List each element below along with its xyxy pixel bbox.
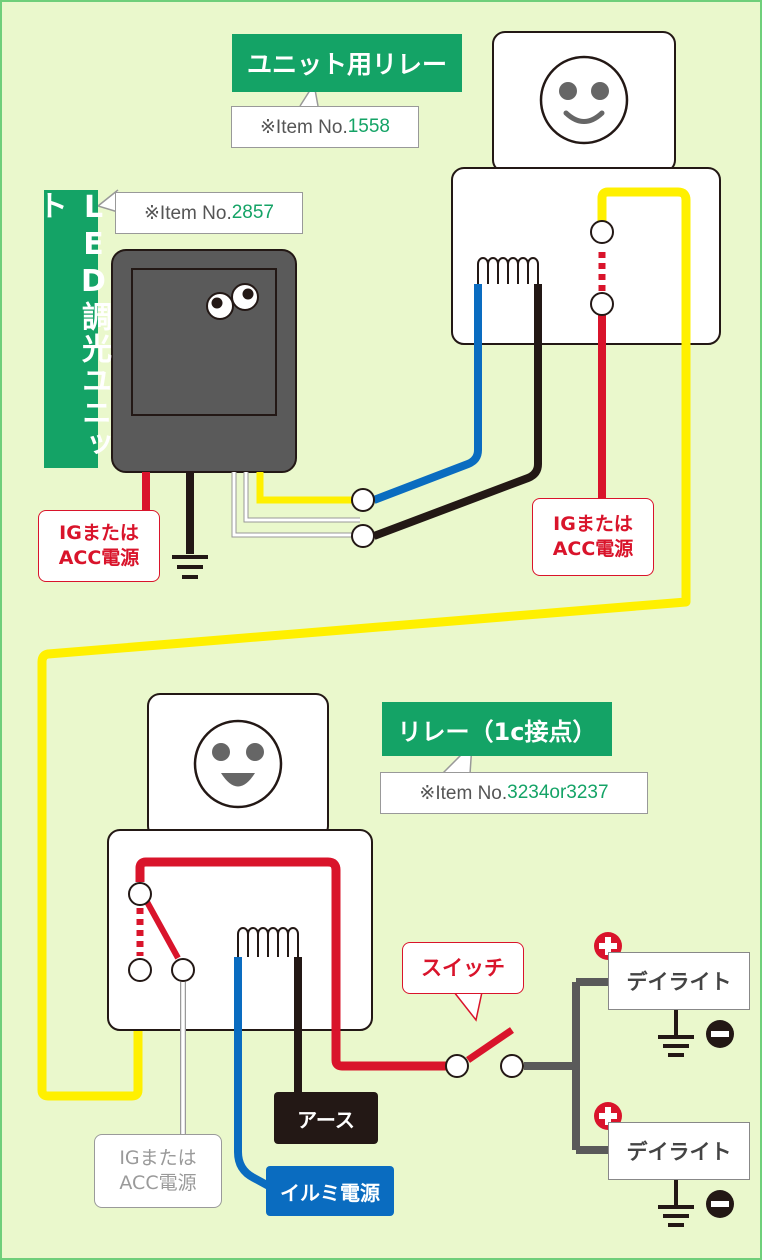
relay-1c-item-callout: ※Item No.3234or3237 (380, 772, 648, 814)
ig-acc-note-right: IGまたは ACC電源 (532, 498, 654, 576)
relay-1c-title: リレー（1c接点） (382, 702, 612, 756)
daylight-bottom: デイライト (608, 1122, 750, 1180)
note-line: ACC電源 (119, 1172, 197, 1194)
smile-face-icon (539, 55, 629, 145)
note-line: IGまたは (59, 522, 139, 544)
ground-icon (172, 555, 208, 579)
coil-icon (477, 257, 539, 284)
unit-relay-item-callout: ※Item No.1558 (231, 106, 419, 148)
item-prefix: ※Item No. (144, 202, 232, 224)
led-dimmer-unit (111, 249, 297, 473)
laughing-face-icon (193, 719, 283, 809)
eyes-icon (206, 283, 259, 320)
note-line: ACC電源 (58, 547, 140, 569)
note-line: IGまたは (119, 1147, 197, 1169)
ground-icon (658, 1178, 694, 1227)
led-unit-item-callout: ※Item No.2857 (115, 192, 303, 234)
item-prefix: ※Item No. (260, 116, 348, 138)
item-number: 2857 (231, 202, 274, 223)
item-prefix: ※Item No. (419, 782, 508, 804)
yellow-wire (37, 187, 691, 1101)
unit-relay-title: ユニット用リレー (232, 34, 462, 92)
illumi-power-label: イルミ電源 (266, 1166, 394, 1216)
led-unit-title: LED調光ユニット (32, 190, 111, 468)
unit-relay-body (451, 167, 721, 345)
earth-label: アース (274, 1092, 378, 1144)
minus-icon (706, 1020, 734, 1048)
ig-acc-note-left: IGまたは ACC電源 (38, 510, 160, 582)
item-number: 1558 (347, 116, 390, 137)
ig-acc-note-bottom: IGまたは ACC電源 (94, 1134, 222, 1208)
ground-icon (658, 1008, 694, 1057)
note-line: IGまたは (553, 513, 633, 535)
minus-icon (706, 1190, 734, 1218)
item-number: 3234or3237 (507, 782, 609, 803)
daylight-top: デイライト (608, 952, 750, 1010)
coil-icon (237, 927, 299, 957)
note-line: ACC電源 (552, 538, 634, 560)
switch-label: スイッチ (402, 942, 524, 994)
